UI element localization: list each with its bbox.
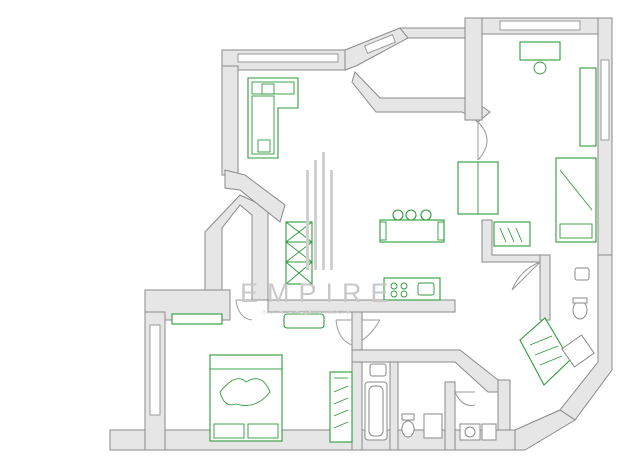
door-hall (335, 319, 353, 346)
window-bay (363, 34, 397, 54)
watermark-tagline: ЭЛИТНАЯ НЕДВИЖИМОСТЬ (262, 310, 351, 316)
washbasin (369, 363, 387, 377)
fixtures (364, 267, 595, 441)
wardrobe-bedroom2 (579, 67, 597, 147)
wardrobe-diagonal (519, 317, 571, 386)
dining-table (379, 209, 445, 243)
windows (149, 20, 610, 416)
toilet-bath2 (572, 297, 588, 320)
wall-bath-mid (389, 361, 399, 451)
window-right (600, 59, 610, 141)
bedroom-shelf (171, 313, 223, 325)
door-bath2 (511, 261, 541, 291)
window-living (237, 53, 339, 63)
sofa (247, 77, 299, 159)
wall-laundry-left (444, 381, 456, 451)
bench (283, 313, 325, 329)
shower (423, 413, 443, 439)
door-laundry (454, 391, 476, 406)
bathtub (364, 381, 388, 441)
wall-right-diag (514, 409, 576, 451)
furniture (171, 41, 597, 443)
toilet (401, 413, 415, 438)
doors (235, 121, 541, 406)
wall-left-living (221, 49, 239, 176)
wall-hall-left (351, 311, 363, 451)
window-bedroom (149, 324, 161, 416)
shower-bath2 (561, 334, 595, 368)
wall-bedroom-top (144, 289, 231, 321)
wall-laundry-right (497, 379, 511, 431)
door-bedroom2 (477, 121, 488, 161)
wall-step-diag (224, 169, 286, 223)
watermark-logo (306, 152, 333, 270)
watermark: EMPIRE ЭЛИТНАЯ НЕДВИЖИМОСТЬ (240, 152, 398, 316)
watermark-brand: EMPIRE (240, 278, 398, 308)
wall-top-right (398, 27, 466, 39)
bed-second (555, 157, 597, 243)
door-bath (361, 319, 381, 341)
wardrobe-hall (329, 371, 353, 443)
washing-machine (459, 423, 497, 441)
bed-master (209, 354, 283, 442)
kitchen-counter (383, 277, 441, 301)
door-bedroom (235, 299, 253, 321)
wall-bedroom2-left (464, 17, 483, 121)
window-bedroom2 (499, 20, 581, 31)
shoe-cabinet (493, 221, 531, 247)
sink-bath2 (574, 267, 590, 281)
wall-bath-top (351, 349, 499, 393)
desk (519, 41, 561, 75)
wall-bath2-left (539, 254, 551, 321)
walls (109, 17, 613, 451)
